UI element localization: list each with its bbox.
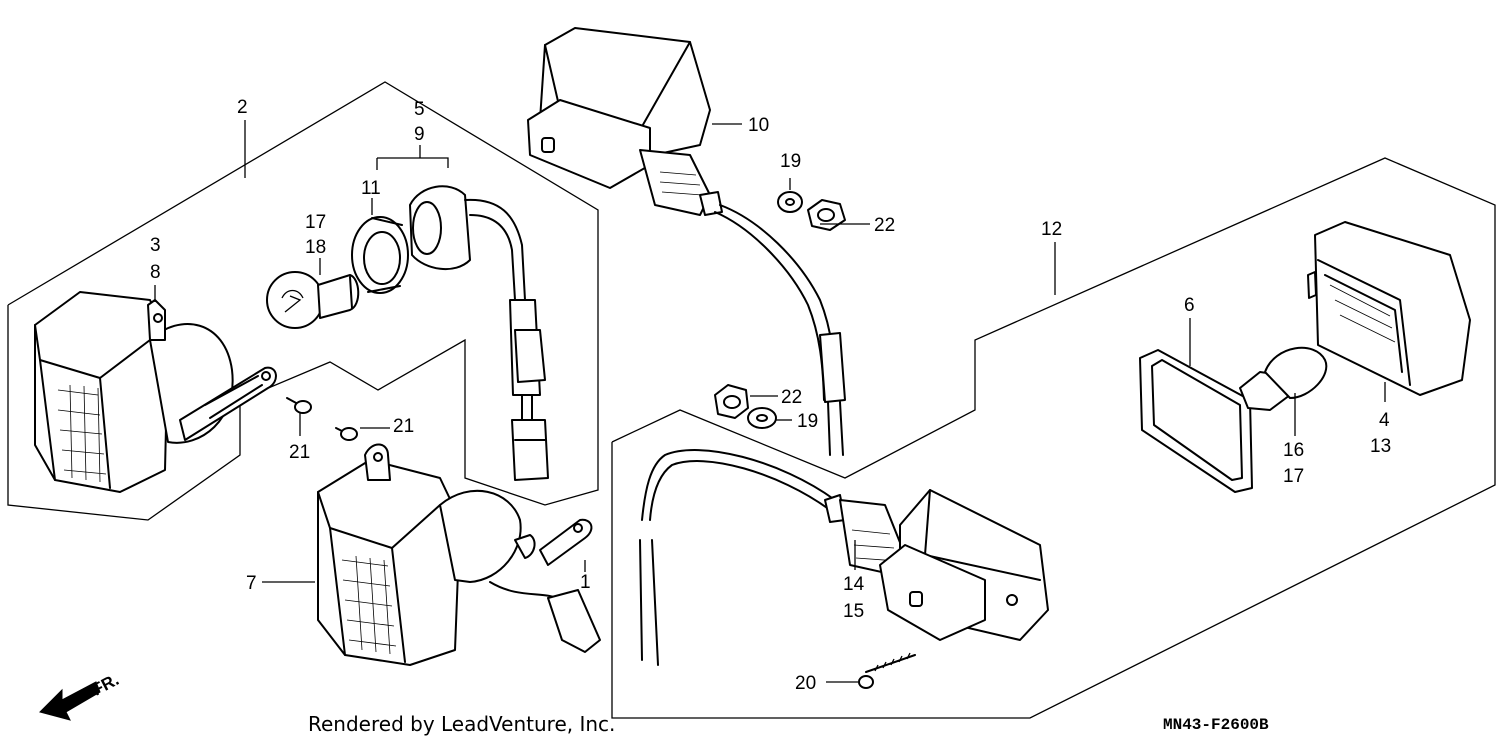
leader-lines xyxy=(154,120,1386,683)
group-outline-12 xyxy=(611,157,1496,719)
callout-11: 11 xyxy=(361,178,381,199)
callout-5: 5 xyxy=(414,99,425,120)
callout-7: 7 xyxy=(246,573,257,594)
callout-9: 9 xyxy=(414,124,425,145)
callout-19-top: 19 xyxy=(780,151,801,172)
callout-4: 4 xyxy=(1379,410,1390,431)
callout-18: 18 xyxy=(305,237,326,258)
rear-turn-signal-assembly xyxy=(34,291,277,493)
callout-labels: 2 5 9 11 17 18 3 8 21 21 7 1 10 19 22 12… xyxy=(150,97,1391,694)
callout-19-mid: 19 xyxy=(797,411,818,432)
turn-signal-14-15 xyxy=(639,449,1049,666)
callout-1: 1 xyxy=(580,572,591,593)
screw-21-b xyxy=(335,427,358,441)
nut-22-top xyxy=(807,199,846,231)
callout-12: 12 xyxy=(1041,219,1062,240)
direction-arrow-icon: FR. xyxy=(39,670,122,721)
callout-15: 15 xyxy=(843,601,864,622)
callout-3: 3 xyxy=(150,235,161,256)
diagram-code: MN43-F2600B xyxy=(1163,716,1269,734)
screw-20 xyxy=(858,652,916,689)
socket-5-9 xyxy=(409,185,549,481)
bulb-17-18 xyxy=(266,271,360,329)
callout-16: 16 xyxy=(1283,440,1304,461)
callout-10: 10 xyxy=(748,115,769,136)
callout-17: 17 xyxy=(305,212,326,233)
gasket-11 xyxy=(351,216,409,294)
callout-14: 14 xyxy=(843,574,865,595)
light-housing-4-13 xyxy=(1307,221,1471,396)
callout-22-top: 22 xyxy=(874,215,895,236)
washer-19-top xyxy=(777,191,803,213)
clamp-1 xyxy=(539,518,593,566)
callout-8: 8 xyxy=(150,262,161,283)
callout-6: 6 xyxy=(1184,295,1195,316)
callout-2: 2 xyxy=(237,97,248,118)
callout-13: 13 xyxy=(1370,436,1391,457)
callout-22-mid: 22 xyxy=(781,387,802,408)
footer-credit: Rendered by LeadVenture, Inc. xyxy=(308,712,616,736)
nut-22-mid xyxy=(714,384,749,419)
callout-20: 20 xyxy=(795,673,816,694)
front-turn-signal-7 xyxy=(317,443,601,666)
callout-17-right: 17 xyxy=(1283,466,1304,487)
washer-19-mid xyxy=(747,407,777,429)
callout-21-left: 21 xyxy=(289,442,310,463)
lens-gasket-6 xyxy=(1139,349,1253,493)
group-outline-2 xyxy=(7,81,599,521)
bulb-16-17 xyxy=(1239,346,1328,411)
screw-21-a xyxy=(286,397,312,414)
callout-21-right: 21 xyxy=(393,416,414,437)
turn-signal-10 xyxy=(527,27,846,456)
